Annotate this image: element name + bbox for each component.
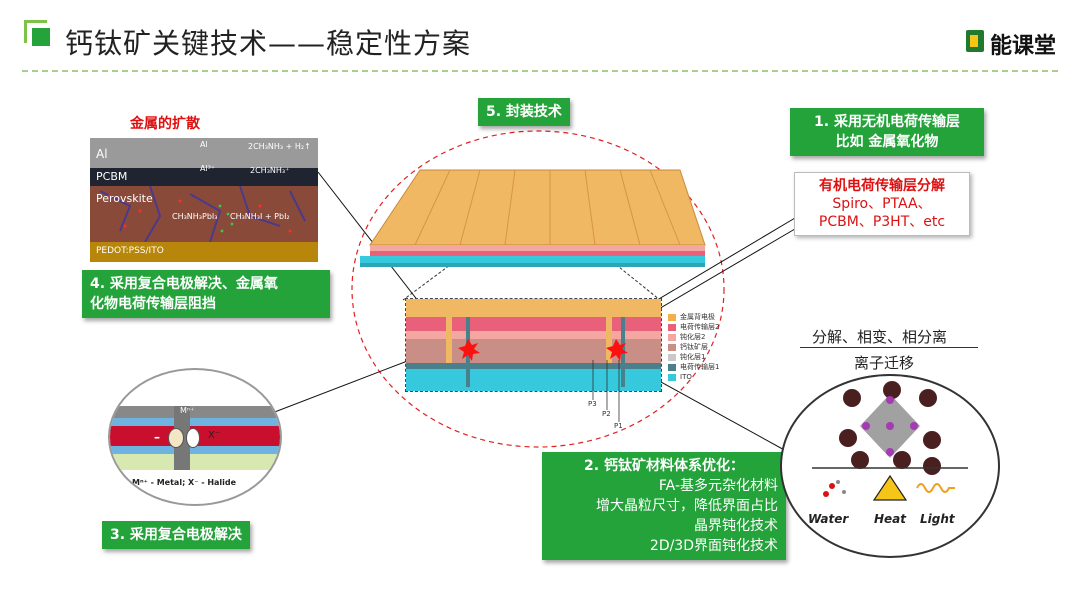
crystal-title-2: 离子迁移 bbox=[854, 354, 915, 372]
crystal-divider bbox=[800, 347, 978, 348]
legend-swatch bbox=[668, 323, 676, 331]
layer-al: Al bbox=[90, 138, 318, 168]
legend-item: 电荷传输层1 bbox=[668, 362, 719, 372]
legend-swatch bbox=[668, 353, 676, 361]
solution-box-5: 5. 封装技术 bbox=[478, 98, 570, 126]
factor-light: Light bbox=[920, 512, 955, 526]
organic-line2: PCBM、P3HT、etc bbox=[818, 214, 946, 230]
formula-al3: Al³⁺ bbox=[200, 164, 216, 173]
brand-logo-icon bbox=[966, 30, 984, 52]
factor-water: Water bbox=[808, 512, 849, 526]
legend-item: ITO bbox=[668, 372, 719, 382]
solution-box-3: 3. 采用复合电极解决 bbox=[102, 521, 250, 549]
formula-gas: 2CH₃NH₃ + H₂↑ bbox=[248, 142, 311, 151]
light-icon bbox=[916, 483, 955, 493]
halide-label: X⁻ bbox=[208, 430, 221, 441]
logo-square-fill bbox=[32, 28, 50, 46]
solution-box-1: 1. 采用无机电荷传输层 比如 金属氧化物 bbox=[790, 108, 984, 156]
metal-ion-label: Mⁿ⁺ bbox=[180, 406, 195, 415]
marker-p3: P3 bbox=[588, 400, 597, 408]
layer-pcbm: PCBM bbox=[90, 168, 318, 186]
legend: 金属背电极 电荷传输层2 钝化层2 钙钛矿层 钝化层1 电荷传输层1 ITO bbox=[668, 312, 719, 382]
diffusion-title: 金属的扩散 bbox=[130, 116, 200, 132]
legend-swatch bbox=[668, 313, 676, 321]
electrode-caption: Mⁿ⁺ - Metal; X⁻ - Halide bbox=[132, 478, 237, 487]
legend-swatch bbox=[668, 333, 676, 341]
perovskite-crystal-icon bbox=[812, 381, 968, 501]
formula-ion: 2CH₃NH₃⁺ bbox=[250, 166, 290, 175]
marker-p2: P2 bbox=[602, 410, 611, 418]
organic-title: 有机电荷传输层分解 bbox=[819, 178, 945, 194]
legend-swatch bbox=[668, 373, 676, 381]
factor-heat: Heat bbox=[874, 512, 907, 526]
minus-label: – bbox=[154, 430, 160, 444]
organic-line1: Spiro、PTAA、 bbox=[832, 196, 932, 212]
legend-item: 钝化层2 bbox=[668, 332, 719, 342]
zoom-line bbox=[402, 229, 498, 301]
legend-swatch bbox=[668, 363, 676, 371]
legend-swatch bbox=[668, 343, 676, 351]
page-title: 钙钛矿关键技术——稳定性方案 bbox=[65, 27, 472, 60]
crystal-circle: Water Heat Light bbox=[780, 374, 1000, 558]
focus-ellipse bbox=[351, 130, 725, 448]
crystal-title-1: 分解、相变、相分离 bbox=[812, 328, 948, 346]
electrode-circle: Mⁿ⁺ – X⁻ Mⁿ⁺ - Metal; X⁻ - Halide bbox=[108, 368, 282, 506]
cross-section bbox=[405, 298, 662, 392]
heat-icon bbox=[872, 474, 908, 501]
formula-al: Al bbox=[200, 140, 208, 149]
legend-item: 钝化层1 bbox=[668, 352, 719, 362]
brand-logo-text: 能课堂 bbox=[990, 34, 1057, 59]
layer-perovskite: Perovskite CH₃NH₃PbI₃ CH₃NH₃I + PbI₂ bbox=[90, 186, 318, 242]
header-divider bbox=[22, 70, 1058, 72]
solution-box-4: 4. 采用复合电极解决、金属氧 化物电荷传输层阻挡 bbox=[82, 270, 330, 318]
solution-box-2: 2. 钙钛矿材料体系优化： FA-基多元杂化材料 增大晶粒尺寸，降低界面占比 晶… bbox=[542, 452, 786, 560]
legend-item: 金属背电极 bbox=[668, 312, 719, 322]
legend-item: 电荷传输层2 bbox=[668, 322, 719, 332]
legend-item: 钙钛矿层 bbox=[668, 342, 719, 352]
logo-square-icon bbox=[24, 20, 47, 43]
marker-p1: P1 bbox=[614, 422, 623, 430]
module-illustration bbox=[360, 169, 706, 267]
layer-pedot: PEDOT:PSS/ITO bbox=[90, 242, 318, 262]
organic-layer-box: 有机电荷传输层分解 Spiro、PTAA、 PCBM、P3HT、etc bbox=[794, 172, 970, 236]
water-icon bbox=[823, 480, 846, 497]
diffusion-figure: Al PCBM Perovskite CH₃NH₃PbI₃ CH₃NH₃I + … bbox=[90, 138, 318, 262]
marker-leaders bbox=[592, 360, 620, 422]
